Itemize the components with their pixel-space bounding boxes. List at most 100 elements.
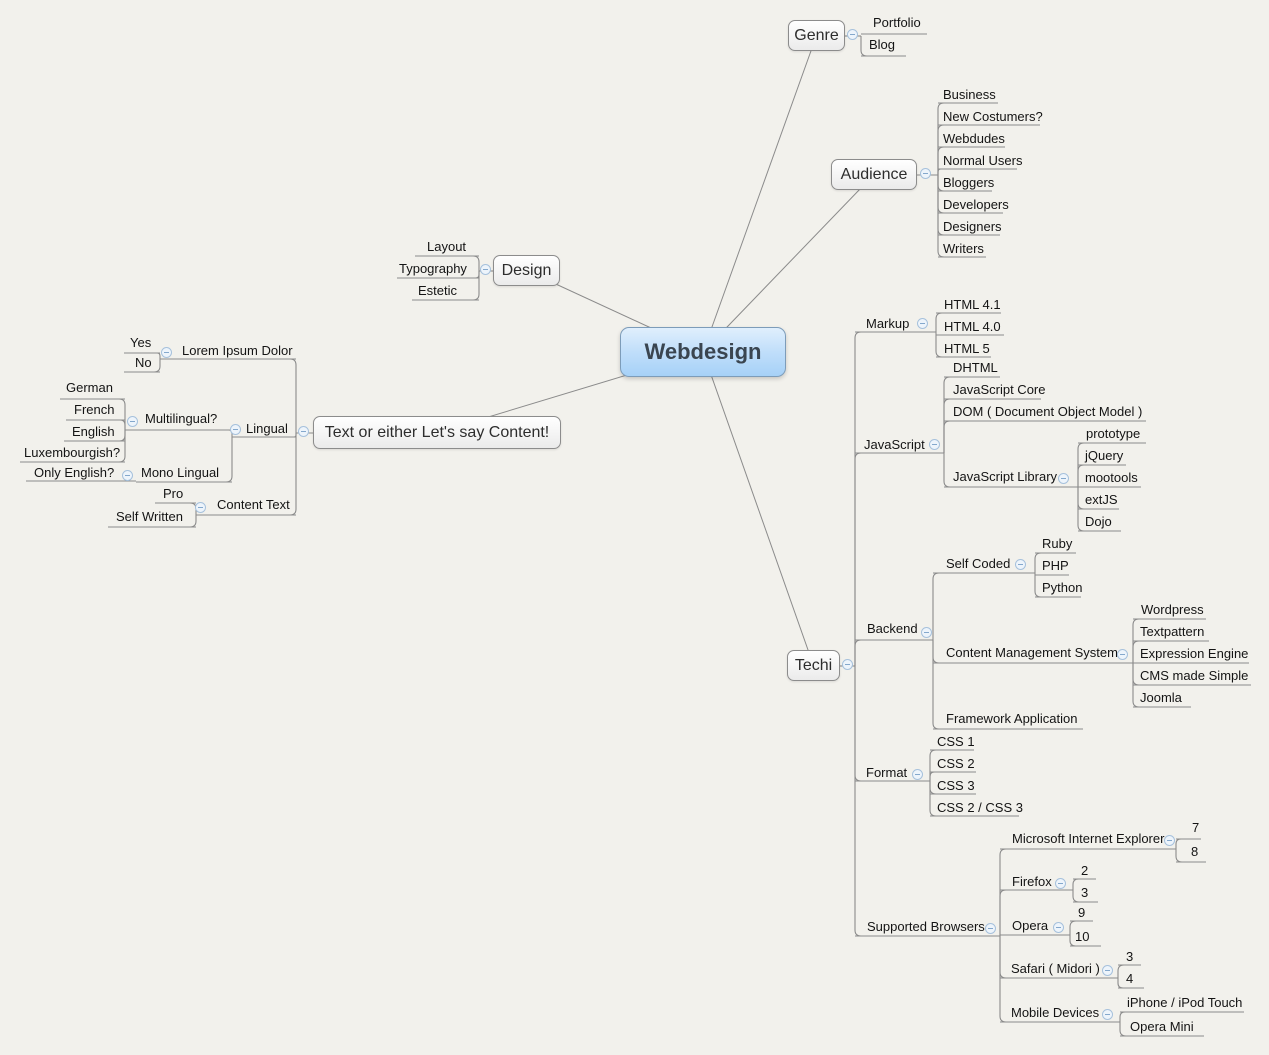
topic-multilingual[interactable]: Multilingual? [145, 411, 218, 426]
topic-css-2[interactable]: CSS 2 [937, 756, 975, 771]
topic-genre[interactable]: Genre [788, 20, 845, 51]
topic-content-text[interactable]: Content Text [217, 497, 290, 512]
topic-firefox[interactable]: Firefox [1012, 874, 1052, 889]
collapse-icon-techi[interactable] [842, 659, 853, 670]
topic-lorem-ipsum-dolor[interactable]: Lorem Ipsum Dolor [182, 343, 293, 358]
topic-7[interactable]: 7 [1192, 820, 1200, 835]
topic-english[interactable]: English [72, 424, 115, 439]
topic-4[interactable]: 4 [1126, 971, 1134, 986]
collapse-icon-safari-midori[interactable] [1102, 965, 1113, 976]
topic-pro[interactable]: Pro [163, 486, 184, 501]
topic-only-english[interactable]: Only English? [34, 465, 115, 480]
collapse-icon-audience[interactable] [920, 168, 931, 179]
topic-supported-browsers[interactable]: Supported Browsers [867, 919, 985, 934]
collapse-icon-mono-lingual[interactable] [122, 470, 133, 481]
topic-extjs[interactable]: extJS [1085, 492, 1118, 507]
collapse-icon-design[interactable] [480, 264, 491, 275]
collapse-icon-markup[interactable] [917, 318, 928, 329]
topic-expression-engine[interactable]: Expression Engine [1140, 646, 1249, 661]
topic-designers[interactable]: Designers [943, 219, 1002, 234]
topic-writers[interactable]: Writers [943, 241, 984, 256]
topic-cms-made-simple[interactable]: CMS made Simple [1140, 668, 1249, 683]
topic-mootools[interactable]: mootools [1085, 470, 1138, 485]
topic-html-4-0[interactable]: HTML 4.0 [944, 319, 1001, 334]
collapse-icon-multilingual[interactable] [127, 416, 138, 427]
topic-3[interactable]: 3 [1126, 949, 1134, 964]
topic-jquery[interactable]: jQuery [1085, 448, 1124, 463]
collapse-icon-lingual[interactable] [230, 424, 241, 435]
topic-self-coded[interactable]: Self Coded [946, 556, 1011, 571]
topic-business[interactable]: Business [943, 87, 996, 102]
collapse-icon-lorem-ipsum-dolor[interactable] [161, 347, 172, 358]
topic-css-3[interactable]: CSS 3 [937, 778, 975, 793]
topic-no[interactable]: No [135, 355, 152, 370]
topic-opera-mini[interactable]: Opera Mini [1130, 1019, 1194, 1034]
topic-mono-lingual[interactable]: Mono Lingual [141, 465, 220, 480]
topic-self-written[interactable]: Self Written [116, 509, 183, 524]
topic-php[interactable]: PHP [1042, 558, 1069, 573]
topic-10[interactable]: 10 [1075, 929, 1090, 944]
topic-lingual[interactable]: Lingual [246, 421, 288, 436]
topic-textpattern[interactable]: Textpattern [1140, 624, 1205, 639]
topic-mobile-devices[interactable]: Mobile Devices [1011, 1005, 1100, 1020]
topic-python[interactable]: Python [1042, 580, 1083, 595]
topic-9[interactable]: 9 [1078, 905, 1086, 920]
collapse-icon-microsoft-internet-explorer[interactable] [1164, 835, 1175, 846]
collapse-icon-javascript-library[interactable] [1058, 473, 1069, 484]
topic-joomla[interactable]: Joomla [1140, 690, 1182, 705]
topic-design[interactable]: Design [493, 255, 560, 286]
collapse-icon-javascript[interactable] [929, 439, 940, 450]
topic-wordpress[interactable]: Wordpress [1141, 602, 1204, 617]
topic-webdesign[interactable]: Webdesign [620, 327, 786, 377]
collapse-icon-content-text[interactable] [195, 502, 206, 513]
topic-bloggers[interactable]: Bloggers [943, 175, 995, 190]
topic-estetic[interactable]: Estetic [418, 283, 458, 298]
topic-ruby[interactable]: Ruby [1042, 536, 1073, 551]
topic-iphone-ipod-touch[interactable]: iPhone / iPod Touch [1127, 995, 1243, 1010]
topic-normal-users[interactable]: Normal Users [943, 153, 1023, 168]
topic-text-or-either-let-s-say-content[interactable]: Text or either Let's say Content! [313, 416, 561, 449]
topic-french[interactable]: French [74, 402, 115, 417]
topic-yes[interactable]: Yes [130, 335, 152, 350]
topic-developers[interactable]: Developers [943, 197, 1009, 212]
topic-webdudes[interactable]: Webdudes [943, 131, 1005, 146]
topic-html-4-1[interactable]: HTML 4.1 [944, 297, 1001, 312]
topic-dom-document-object-model[interactable]: DOM ( Document Object Model ) [953, 404, 1143, 419]
topic-prototype[interactable]: prototype [1086, 426, 1141, 441]
topic-portfolio[interactable]: Portfolio [873, 15, 921, 30]
topic-javascript-library[interactable]: JavaScript Library [953, 469, 1058, 484]
collapse-icon-format[interactable] [912, 769, 923, 780]
collapse-icon-mobile-devices[interactable] [1102, 1009, 1113, 1020]
topic-3[interactable]: 3 [1081, 885, 1089, 900]
topic-2[interactable]: 2 [1081, 863, 1089, 878]
collapse-icon-backend[interactable] [921, 627, 932, 638]
topic-css-1[interactable]: CSS 1 [937, 734, 975, 749]
topic-backend[interactable]: Backend [867, 621, 918, 636]
topic-blog[interactable]: Blog [869, 37, 896, 52]
topic-german[interactable]: German [66, 380, 113, 395]
topic-8[interactable]: 8 [1191, 844, 1199, 859]
topic-typography[interactable]: Typography [399, 261, 467, 276]
topic-content-management-system[interactable]: Content Management System [946, 645, 1118, 660]
collapse-icon-self-coded[interactable] [1015, 559, 1026, 570]
topic-safari-midori[interactable]: Safari ( Midori ) [1011, 961, 1100, 976]
collapse-icon-genre[interactable] [847, 29, 858, 40]
topic-techi[interactable]: Techi [787, 650, 840, 681]
topic-microsoft-internet-explorer[interactable]: Microsoft Internet Explorer [1012, 831, 1165, 846]
collapse-icon-text-or-either-let-s-say-content[interactable] [298, 426, 309, 437]
collapse-icon-supported-browsers[interactable] [985, 923, 996, 934]
topic-layout[interactable]: Layout [427, 239, 467, 254]
topic-format[interactable]: Format [866, 765, 908, 780]
collapse-icon-opera[interactable] [1053, 922, 1064, 933]
topic-dojo[interactable]: Dojo [1085, 514, 1112, 529]
topic-html-5[interactable]: HTML 5 [944, 341, 990, 356]
topic-audience[interactable]: Audience [831, 159, 917, 190]
topic-new-costumers[interactable]: New Costumers? [943, 109, 1043, 124]
topic-css-2-css-3[interactable]: CSS 2 / CSS 3 [937, 800, 1023, 815]
collapse-icon-content-management-system[interactable] [1117, 649, 1128, 660]
topic-markup[interactable]: Markup [866, 316, 910, 331]
collapse-icon-firefox[interactable] [1055, 878, 1066, 889]
topic-luxembourgish[interactable]: Luxembourgish? [24, 445, 121, 460]
topic-javascript-core[interactable]: JavaScript Core [953, 382, 1046, 397]
topic-opera[interactable]: Opera [1012, 918, 1049, 933]
